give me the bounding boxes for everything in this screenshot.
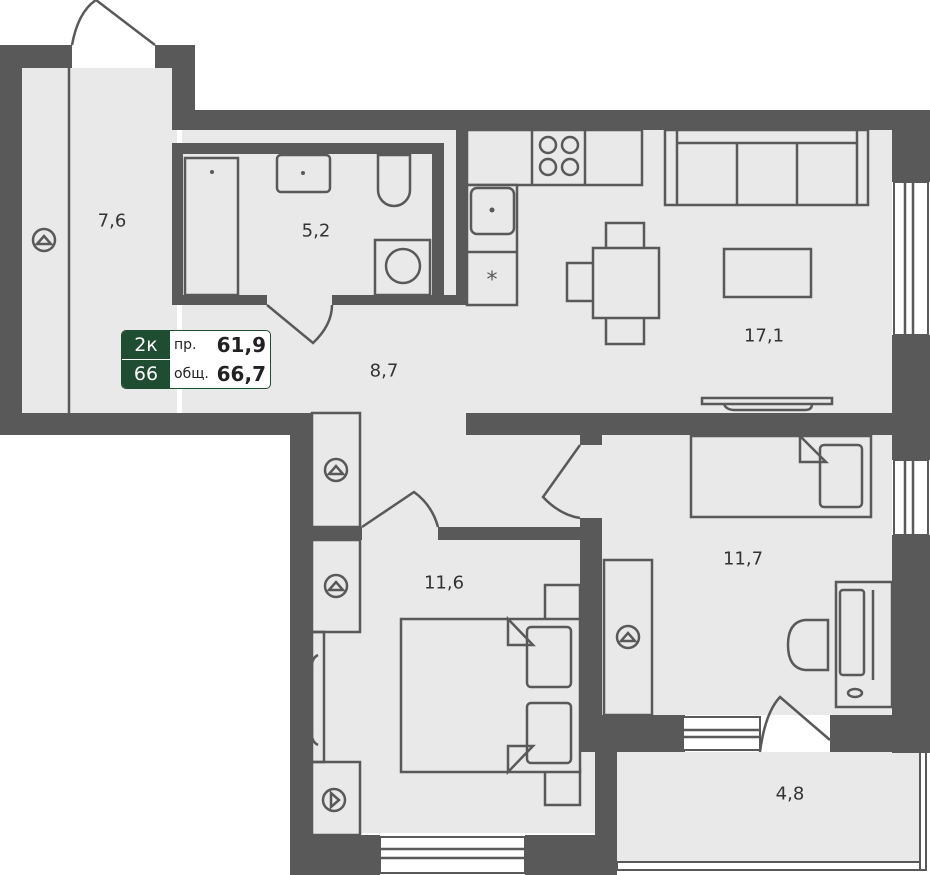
- kitchen-counter-side: [465, 183, 519, 307]
- kitchen-counter: [465, 128, 644, 187]
- area-bathroom: 5,2: [301, 220, 331, 242]
- tv-stand: [700, 396, 834, 406]
- bathroom-door[interactable]: [266, 304, 334, 345]
- wardrobe-bedroom2: [602, 558, 654, 717]
- fridge-icon: *: [487, 268, 498, 293]
- dining-table: [565, 221, 661, 346]
- area-bedroom-1: 11,6: [423, 572, 465, 594]
- desk: [786, 580, 894, 709]
- area-hallway: 8,7: [369, 360, 399, 382]
- stove-icon: [538, 135, 580, 177]
- hanger-icon: [31, 227, 57, 253]
- double-bed: [399, 583, 582, 807]
- window-bedroom2: [893, 459, 929, 536]
- single-bed: [689, 432, 873, 519]
- area-balcony: 4,8: [775, 783, 805, 805]
- bathtub: [183, 156, 240, 297]
- wardrobe-hall: [310, 411, 362, 529]
- bedroom1-door[interactable]: [361, 490, 440, 529]
- window-bedroom1: [379, 836, 526, 874]
- kitchen-sink: [469, 186, 516, 236]
- apartment-number: 66: [133, 363, 159, 385]
- total-area-value: 66,7: [216, 361, 266, 386]
- balcony-door[interactable]: [758, 695, 831, 753]
- area-bedroom-2: 11,7: [722, 548, 764, 570]
- hanger-icon: [323, 457, 349, 483]
- coffee-table: [722, 247, 813, 299]
- entrance-door[interactable]: [70, 0, 156, 46]
- hanger-icon: [323, 573, 349, 599]
- room-count: 2к: [122, 331, 170, 360]
- bedroom2-door[interactable]: [541, 444, 582, 520]
- sofa: [663, 128, 870, 207]
- area-kitchen-living: 17,1: [743, 325, 785, 347]
- hanger-icon: [615, 624, 641, 650]
- balcony-floor: [617, 752, 922, 864]
- toilet: [376, 153, 412, 208]
- living-area-label: пр.: [174, 337, 197, 354]
- hanger-icon: [321, 787, 347, 813]
- living-area-value: 61,9: [216, 333, 266, 358]
- walls: [0, 45, 930, 875]
- wardrobe-bedroom1: [310, 538, 362, 634]
- area-loggia-left: 7,6: [97, 210, 127, 232]
- balcony-door-window: [682, 716, 761, 751]
- total-area-label: общ.: [174, 365, 209, 382]
- window-kitchen: [893, 181, 929, 336]
- apartment-info-badge: 2к 66 пр. 61,9 общ. 66,7: [121, 330, 271, 389]
